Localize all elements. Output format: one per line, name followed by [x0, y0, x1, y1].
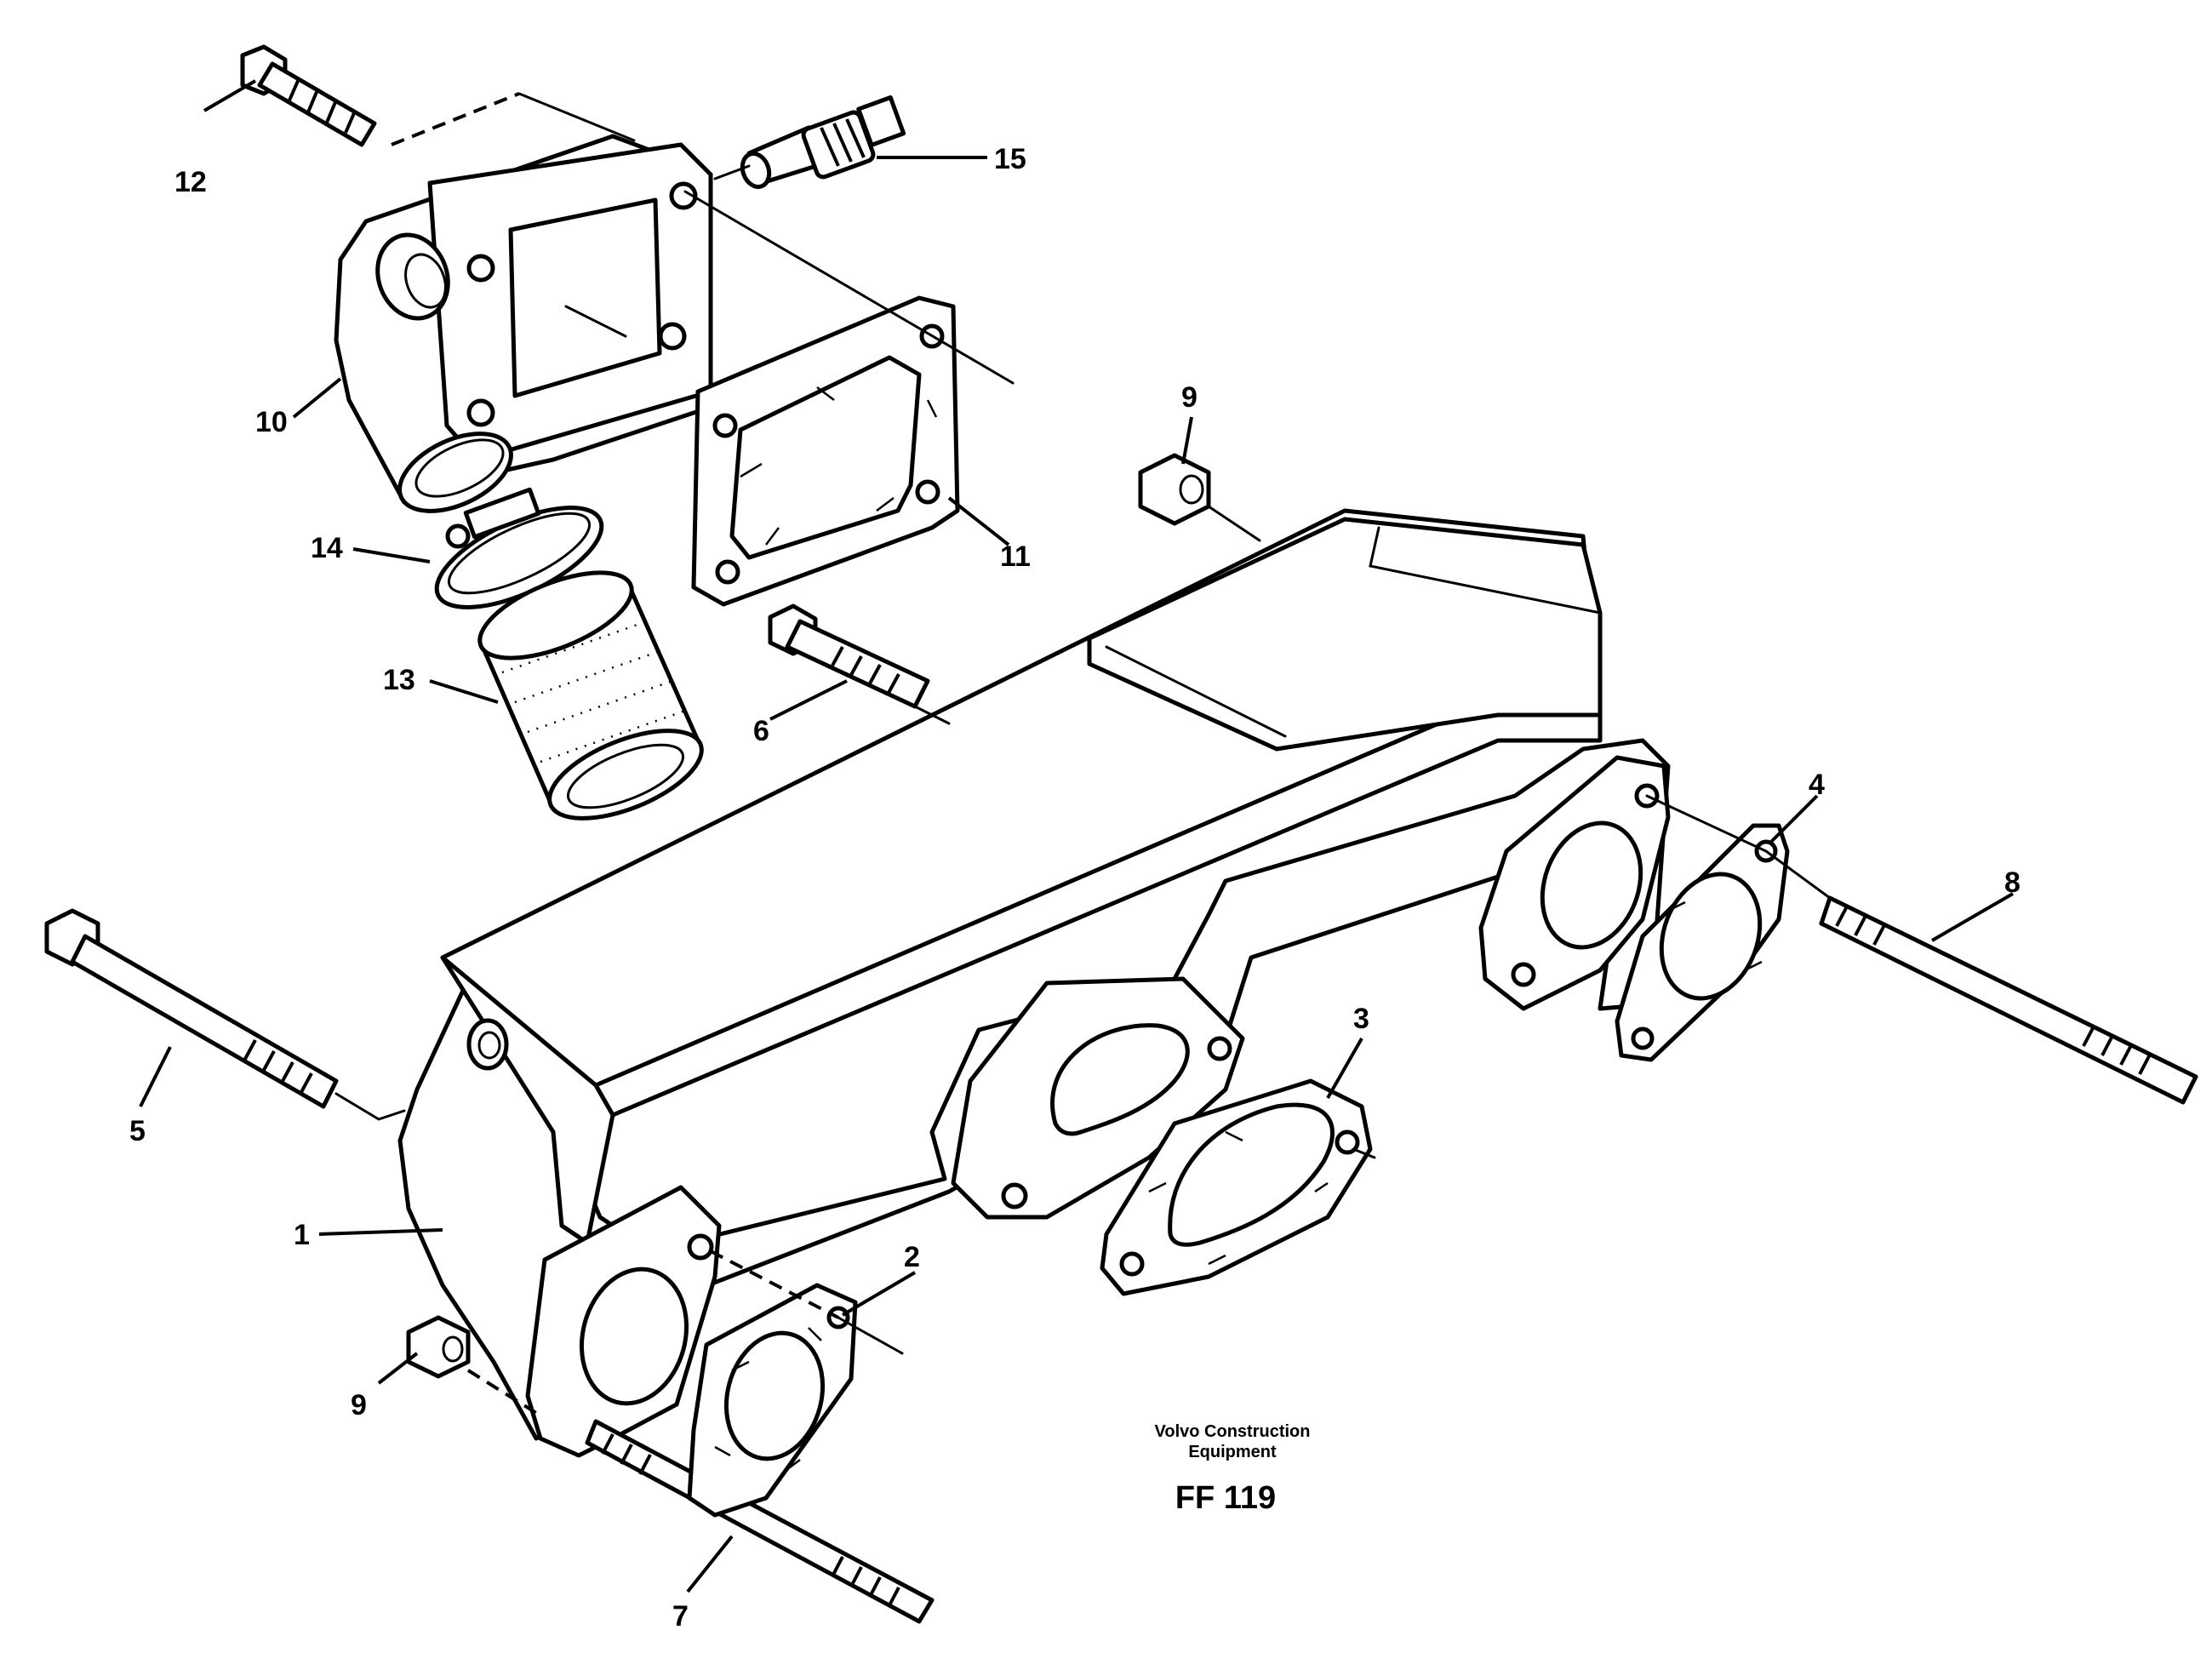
callout-3: 3: [1353, 1003, 1369, 1035]
figure-code: FF 119: [1175, 1480, 1276, 1516]
stud-7: [585, 1419, 935, 1624]
callout-15: 15: [994, 143, 1026, 175]
callout-5: 5: [129, 1115, 146, 1147]
coolant-hose: [477, 570, 704, 821]
exhaust-manifold: [397, 508, 1671, 1458]
outlet-elbow: [334, 134, 713, 513]
caption: Volvo Construction Equipment FF 119: [1155, 1422, 1311, 1516]
callout-13: 13: [383, 664, 415, 696]
callout-10: 10: [255, 406, 288, 438]
callout-7: 7: [672, 1600, 689, 1633]
gasket-2: [687, 1283, 858, 1518]
bolt-12: [240, 44, 377, 147]
nut-9-upper: [1138, 453, 1211, 526]
callout-9-upper: 9: [1181, 381, 1197, 414]
leader-lines: [139, 79, 2015, 1593]
caption-line-1: Volvo Construction: [1155, 1422, 1311, 1441]
callout-2: 2: [904, 1241, 920, 1273]
callout-9-lower: 9: [351, 1389, 367, 1421]
elbow-gasket: [691, 295, 960, 607]
manifold-end-hole: [466, 1018, 509, 1071]
callout-1: 1: [294, 1219, 310, 1251]
nut-9-lower: [406, 1315, 471, 1379]
bolt-6: [768, 603, 930, 709]
callout-12: 12: [174, 166, 207, 198]
callout-6: 6: [753, 715, 769, 747]
callout-8: 8: [2004, 866, 2021, 899]
callout-11: 11: [1000, 540, 1031, 573]
callout-4: 4: [1809, 769, 1825, 801]
callout-14: 14: [311, 532, 343, 564]
caption-line-2: Equipment: [1188, 1443, 1277, 1461]
bolt-5: [44, 908, 339, 1109]
callouts: 1 2 3 4 5 6 7 8 9 9 10 11 12 13 14 15: [129, 143, 2021, 1633]
stud-8: [1819, 895, 2198, 1105]
temperature-sender: [740, 94, 906, 189]
gasket-3: [1100, 1078, 1373, 1296]
assembly-lines: [334, 92, 1832, 1415]
